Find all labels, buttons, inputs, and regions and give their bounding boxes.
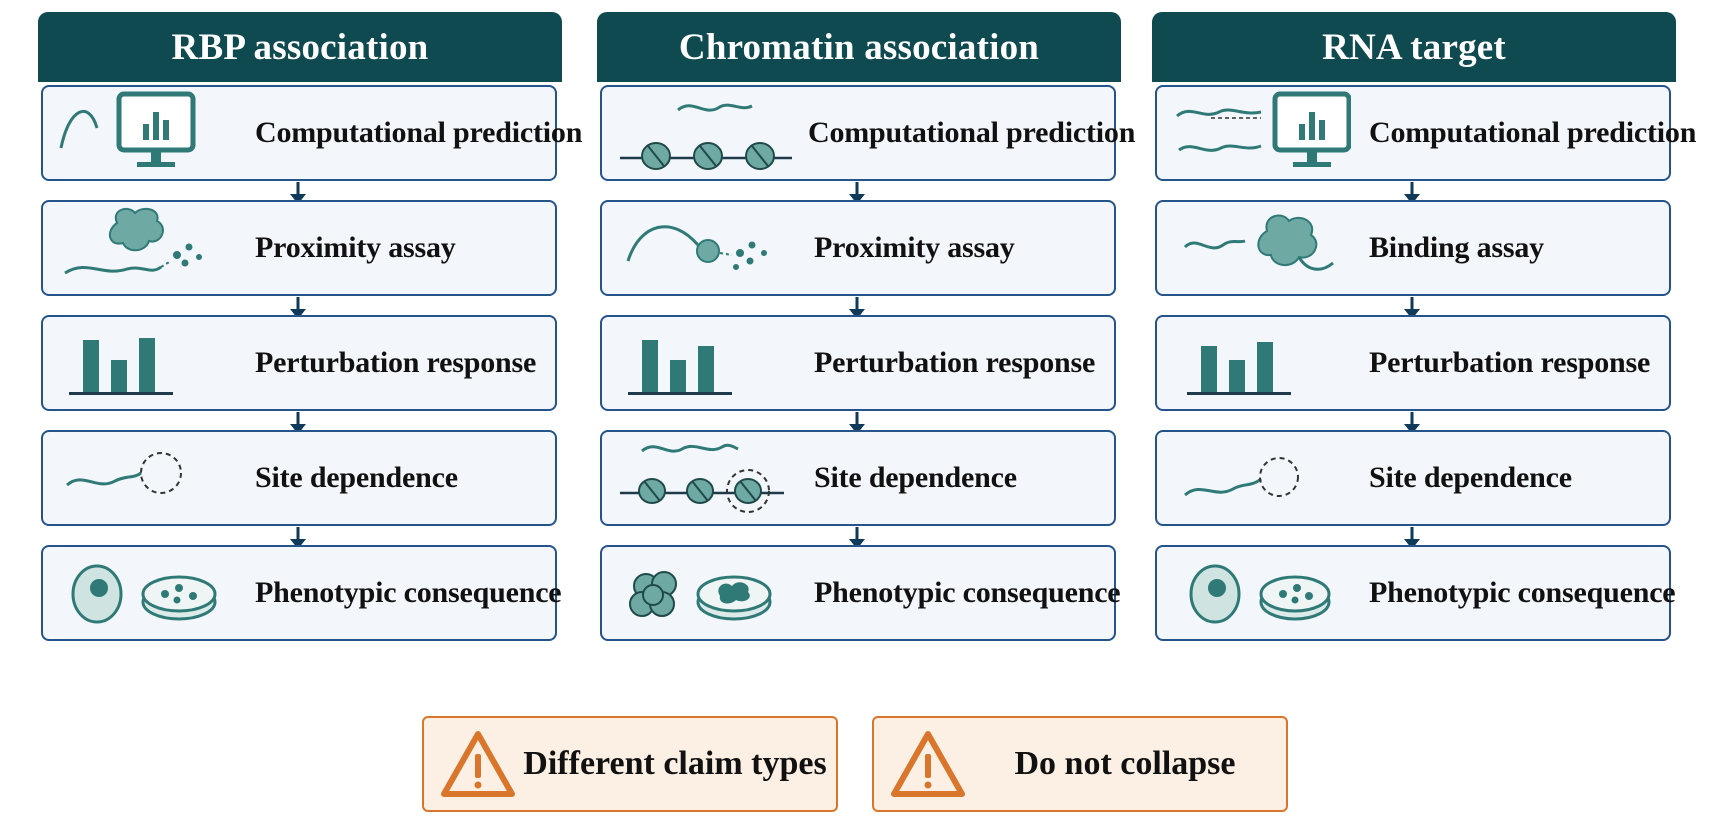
- monitor-chart-icon: [59, 91, 196, 167]
- column-rbp-association: RBP association Computational prediction…: [38, 12, 582, 641]
- step-label: Proximity assay: [814, 231, 1015, 264]
- arrow-down-icon: [1404, 412, 1420, 434]
- column-title: Chromatin association: [597, 12, 1121, 82]
- column-chromatin-association: Chromatin association Computational pred…: [597, 12, 1135, 641]
- warning-triangle-icon: [891, 731, 965, 797]
- arrow-down-icon: [849, 182, 865, 204]
- arrow-down-icon: [290, 182, 306, 204]
- step-label: Computational prediction: [1369, 116, 1697, 149]
- step-computational-prediction: Computational prediction: [600, 85, 1135, 181]
- step-label: Site dependence: [255, 461, 458, 494]
- step-proximity-assay: Proximity assay: [600, 200, 1116, 296]
- step-label: Binding assay: [1369, 231, 1544, 264]
- step-perturbation-response: Perturbation response: [41, 315, 557, 411]
- cell-cluster-dish-icon: [629, 571, 772, 621]
- arrow-down-icon: [849, 297, 865, 319]
- column-title: RNA target: [1152, 12, 1676, 82]
- step-label: Computational prediction: [255, 116, 583, 149]
- step-binding-assay: Binding assay: [1155, 200, 1671, 296]
- step-label: Phenotypic consequence: [1369, 576, 1676, 609]
- column-rna-target: RNA target Computational prediction Bind…: [1152, 12, 1696, 641]
- step-label: Perturbation response: [1369, 346, 1651, 379]
- arrow-down-icon: [290, 297, 306, 319]
- warning-do-not-collapse: Do not collapse: [872, 716, 1288, 812]
- bar-chart-icon: [69, 338, 173, 395]
- arrow-down-icon: [290, 527, 306, 549]
- step-label: Site dependence: [1369, 461, 1572, 494]
- warning-triangle-icon: [441, 731, 515, 797]
- rna-nucleosome-icon: [620, 103, 792, 170]
- step-label: Proximity assay: [255, 231, 456, 264]
- rna-protein-binding-icon: [1183, 214, 1334, 271]
- step-label: Phenotypic consequence: [814, 576, 1121, 609]
- step-site-dependence: Site dependence: [1155, 430, 1671, 526]
- warning-label: Different claim types: [523, 745, 827, 782]
- step-label: Perturbation response: [255, 346, 537, 379]
- step-perturbation-response: Perturbation response: [1155, 315, 1671, 411]
- cell-dish-icon: [71, 564, 217, 624]
- rna-proximity-icon: [626, 225, 767, 270]
- arrow-down-icon: [1404, 297, 1420, 319]
- protein-rna-proximity-icon: [64, 207, 202, 275]
- rna-site-deletion-icon: [1184, 457, 1299, 497]
- arrow-down-icon: [1404, 182, 1420, 204]
- step-label: Computational prediction: [808, 116, 1136, 149]
- bar-chart-icon: [628, 340, 732, 395]
- arrow-down-icon: [1404, 527, 1420, 549]
- step-computational-prediction: Computational prediction: [1155, 85, 1696, 181]
- step-phenotypic-consequence: Phenotypic consequence: [41, 545, 562, 641]
- step-site-dependence: Site dependence: [600, 430, 1116, 526]
- warning-label: Do not collapse: [1014, 745, 1236, 782]
- step-label: Site dependence: [814, 461, 1017, 494]
- step-label: Phenotypic consequence: [255, 576, 562, 609]
- step-perturbation-response: Perturbation response: [600, 315, 1116, 411]
- step-computational-prediction: Computational prediction: [41, 85, 582, 181]
- arrow-down-icon: [849, 412, 865, 434]
- step-label: Perturbation response: [814, 346, 1096, 379]
- step-proximity-assay: Proximity assay: [41, 200, 557, 296]
- rna-duplex-monitor-icon: [1176, 91, 1351, 167]
- bar-chart-icon: [1187, 342, 1291, 395]
- step-site-dependence: Site dependence: [41, 430, 557, 526]
- cell-dish-icon: [1189, 564, 1331, 624]
- step-phenotypic-consequence: Phenotypic consequence: [600, 545, 1121, 641]
- column-title: RBP association: [38, 12, 562, 82]
- arrow-down-icon: [849, 527, 865, 549]
- nucleosome-site-deletion-icon: [620, 443, 784, 513]
- step-phenotypic-consequence: Phenotypic consequence: [1155, 545, 1676, 641]
- arrow-down-icon: [290, 412, 306, 434]
- rna-site-deletion-icon: [66, 452, 182, 494]
- warning-different-claim-types: Different claim types: [422, 716, 838, 812]
